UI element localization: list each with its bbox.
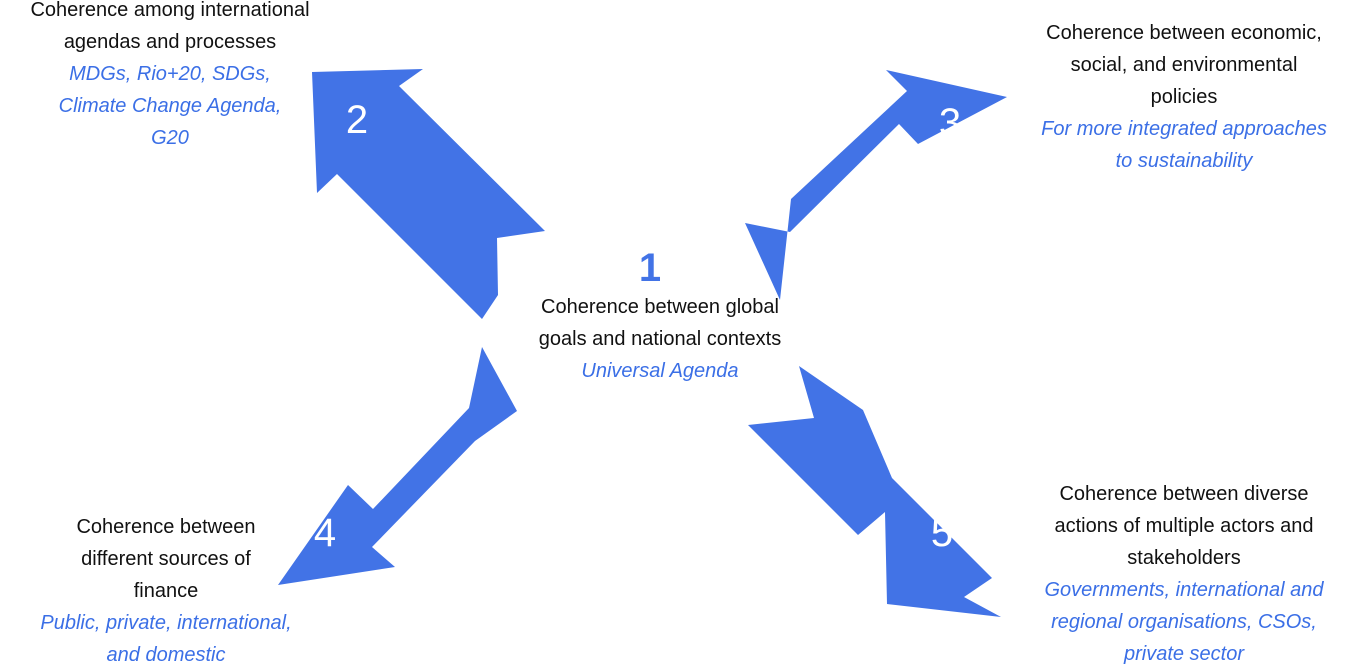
- node-4-title-line-3: finance: [133, 580, 199, 602]
- node-2-text: Coherence among international agendas an…: [0, 0, 340, 154]
- center-detail-line-1: Universal Agenda: [581, 360, 739, 382]
- node-5-detail-line-3: private sector: [1123, 643, 1245, 665]
- node-5-detail-line-2: regional organisations, CSOs,: [1051, 611, 1317, 633]
- node-2-detail-line-3: G20: [151, 127, 189, 149]
- center-text: Coherence between global goals and natio…: [480, 291, 840, 387]
- node-3-detail-line-1: For more integrated approaches: [1041, 118, 1327, 140]
- arrow-to-node-2: [312, 69, 545, 319]
- center-title-line-2: goals and national contexts: [538, 328, 782, 350]
- node-4-title-line-2: different sources of: [81, 548, 251, 570]
- arrow-to-node-3: [745, 70, 1007, 300]
- center-number: 1: [638, 246, 662, 290]
- node-3-title-line-1: Coherence between economic,: [1046, 22, 1322, 44]
- node-5-text: Coherence between diverse actions of mul…: [1009, 478, 1359, 665]
- node-3-detail-line-2: to sustainability: [1115, 150, 1253, 172]
- node-3-title-line-3: policies: [1150, 86, 1218, 108]
- node-2-title-line-2: agendas and processes: [63, 31, 277, 53]
- arrow-to-node-4: [278, 347, 517, 585]
- arrow-2-number: 2: [345, 98, 369, 142]
- node-4-detail-line-1: Public, private, international,: [40, 612, 292, 634]
- node-2-title-line-1: Coherence among international: [30, 0, 310, 21]
- node-5-detail-line-1: Governments, international and: [1044, 579, 1324, 601]
- node-2-detail-line-2: Climate Change Agenda,: [58, 95, 282, 117]
- center-title-line-1: Coherence between global: [541, 296, 779, 318]
- arrow-to-node-5: [748, 366, 1001, 617]
- node-3-title-line-2: social, and environmental: [1070, 54, 1298, 76]
- node-4-detail-line-2: and domestic: [106, 644, 226, 665]
- node-2-detail-line-1: MDGs, Rio+20, SDGs,: [69, 63, 271, 85]
- node-4-text: Coherence between different sources of f…: [0, 511, 332, 665]
- node-5-title-line-1: Coherence between diverse: [1059, 483, 1309, 505]
- node-5-title-line-3: stakeholders: [1127, 547, 1241, 569]
- arrow-5-number: 5: [930, 511, 954, 555]
- node-4-title-line-1: Coherence between: [76, 516, 256, 538]
- node-5-title-line-2: actions of multiple actors and: [1054, 515, 1314, 537]
- arrow-3-number: 3: [938, 101, 962, 145]
- node-3-text: Coherence between economic, social, and …: [1009, 17, 1359, 177]
- arrow-4-number: 4: [313, 511, 337, 555]
